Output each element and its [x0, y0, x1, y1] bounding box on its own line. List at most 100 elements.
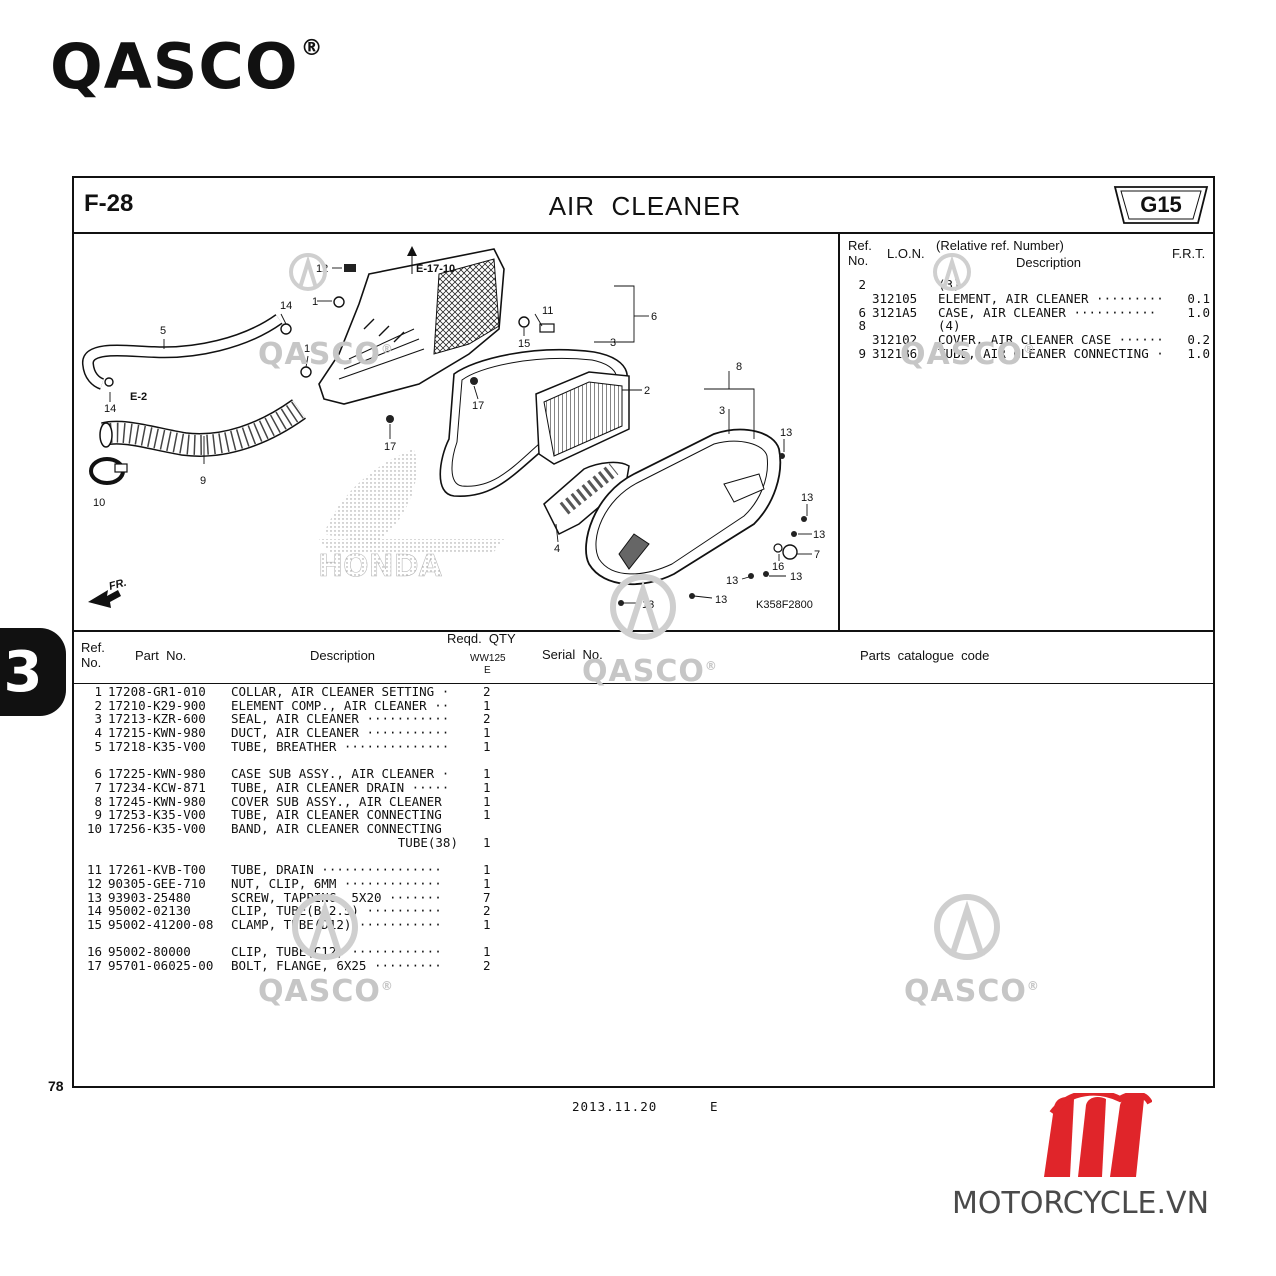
lon-desc: ELEMENT, AIR CLEANER ·········	[938, 290, 1164, 306]
page-title: AIR CLEANER	[548, 191, 742, 221]
part-qty: 1	[483, 697, 491, 713]
lon-code: 3121B6	[872, 346, 918, 361]
part-ref: 17	[86, 958, 102, 973]
part-desc: COVER SUB ASSY., AIR CLEANER	[231, 793, 442, 809]
group-code: G15	[1140, 192, 1182, 217]
callout-15: 15	[518, 338, 530, 350]
parts-header-catalogue: Parts catalogue code	[860, 648, 990, 663]
callout-13b: 13	[801, 492, 813, 504]
group-code-frame	[1113, 186, 1209, 224]
part-ref: 12	[86, 875, 102, 891]
callout-14b: 14	[104, 403, 116, 415]
motorcycle-vn-logo-icon	[1044, 1093, 1152, 1177]
watermark-text: QASCO®	[904, 974, 1040, 1009]
lon-ref: 6	[858, 304, 866, 320]
part-ref: 14	[86, 903, 102, 919]
honda-wing-logo: HONDA	[318, 449, 504, 584]
table-row: TUBE(38)1	[80, 834, 520, 850]
callout-16: 16	[772, 561, 784, 573]
part-number: 17208-GR1-010	[108, 684, 206, 699]
part-ref: 2	[94, 697, 102, 713]
part-qty: 1	[483, 834, 491, 850]
part-qty: 2	[483, 903, 491, 919]
part-number: 17261-KVB-T00	[108, 862, 206, 878]
group-code-badge: G15	[1112, 184, 1210, 226]
honda-text: HONDA	[318, 549, 443, 584]
part-desc: TUBE, BREATHER ··············	[231, 738, 450, 754]
part-ref: 5	[94, 738, 102, 754]
part-desc: BAND, AIR CLEANER CONNECTING	[231, 821, 442, 836]
part-desc: TUBE, AIR CLEANER DRAIN ·····	[231, 779, 450, 795]
lon-row: 2(3)	[846, 278, 1212, 292]
part-number: 95002-80000	[108, 944, 191, 960]
lon-ref: 8	[858, 318, 866, 334]
lon-code: 312105	[872, 290, 918, 306]
lon-frt: 0.1	[1187, 290, 1210, 306]
screws-13	[618, 453, 807, 606]
callout-1a: 1	[312, 296, 318, 308]
callout-6: 6	[651, 311, 657, 323]
collar-1-a	[333, 296, 345, 308]
header-divider	[72, 232, 1215, 234]
lon-header-frt: F.R.T.	[1172, 246, 1206, 261]
lon-row: 8 (4)	[846, 319, 1212, 333]
table-divider	[72, 630, 1215, 632]
page-frame	[72, 176, 1215, 1088]
part-ref: 4	[94, 725, 102, 741]
callout-13e: 13	[726, 575, 738, 587]
callout-9: 9	[200, 475, 206, 487]
nut-clip-12	[344, 264, 356, 272]
watermark-mark-icon	[610, 574, 676, 640]
part-number: 17253-K35-V00	[108, 807, 206, 823]
part-desc: TUBE, AIR CLEANER CONNECTING	[231, 807, 442, 823]
lon-desc: CASE, AIR CLEANER ···········	[938, 304, 1157, 320]
clamp-15	[518, 316, 530, 328]
parts-header-partno: Part No.	[135, 648, 187, 663]
callout-3b: 3	[719, 405, 725, 417]
callout-13a: 13	[780, 427, 792, 439]
part-ref: 16	[86, 944, 102, 960]
section-number: 3	[3, 640, 43, 705]
lon-desc: (4)	[938, 318, 961, 334]
parts-header-desc: Description	[310, 648, 376, 663]
part-number: 17256-K35-V00	[108, 821, 206, 836]
part-number: 95002-41200-08	[108, 916, 214, 932]
part-number: 90305-GEE-710	[108, 875, 206, 891]
callout-17a: 17	[472, 400, 484, 412]
lon-header-desc: Description	[1016, 255, 1082, 270]
watermark-text: QASCO®	[900, 337, 1036, 372]
callout-13c: 13	[813, 529, 825, 541]
part-qty: 2	[483, 711, 491, 727]
clip-14-a	[280, 323, 292, 335]
part-desc: SEAL, AIR CLEANER ···········	[231, 711, 450, 727]
part-desc: CLAMP, TUBE(D12) ···········	[231, 916, 442, 932]
footer-code: E	[710, 1099, 718, 1114]
ref-fr: FR.	[108, 577, 128, 593]
table-header-divider	[72, 683, 1215, 684]
callout-13d: 13	[790, 571, 802, 583]
lon-frt: 0.2	[1187, 332, 1210, 348]
ref-e2: E-2	[130, 391, 147, 403]
part-qty: 7	[483, 889, 491, 905]
section-tab: 3	[0, 628, 66, 716]
part-ref: 11	[86, 862, 102, 878]
callout-8: 8	[736, 361, 742, 373]
parts-header-qty: Reqd. QTY	[447, 631, 516, 646]
part-ref: 13	[86, 889, 102, 905]
part-qty: 1	[483, 862, 491, 878]
part-number: 17215-KWN-980	[108, 725, 206, 741]
callout-4: 4	[554, 543, 560, 555]
qasco-logo: QASCO®	[50, 30, 324, 103]
drain-tube-11	[539, 323, 555, 333]
drawing-code: K358F2800	[756, 599, 813, 611]
part-desc: BOLT, FLANGE, 6X25 ·········	[231, 958, 442, 973]
